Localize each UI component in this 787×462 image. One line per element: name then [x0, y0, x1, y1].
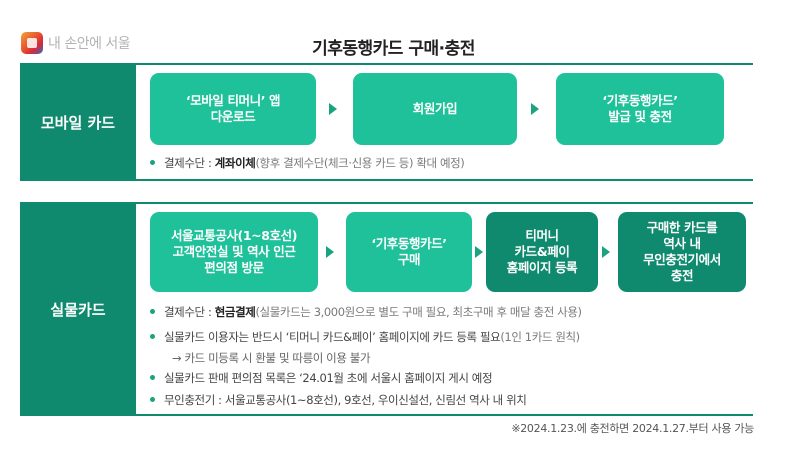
- bullet-icon: [150, 334, 155, 339]
- mobile-card-label: 모바일 카드: [20, 65, 136, 179]
- physical-step-charge: 구매한 카드를 역사 내 무인충전기에서 충전: [618, 212, 746, 292]
- bullet-icon: [150, 309, 155, 314]
- physical-register-note: 실물카드 이용자는 반드시 ‘티머니 카드&페이’ 홈페이지에 카드 등록 필요…: [150, 329, 580, 345]
- arrow-right-icon: [326, 246, 334, 258]
- refund-subnote: → 카드 미등록 시 환불 및 따릉이 이용 불가: [172, 351, 371, 365]
- bullet-icon: [150, 375, 155, 380]
- mobile-step-download: ‘모바일 티머니’ 앱 다운로드: [150, 73, 316, 145]
- physical-step-visit: 서울교통공사(1~8호선) 고객안전실 및 역사 인근 편의점 방문: [150, 212, 318, 292]
- mobile-step-issue: ‘기후동행카드’ 발급 및 충전: [556, 73, 724, 145]
- page-title: 기후동행카드 구매·충전: [312, 39, 475, 59]
- physical-card-label: 실물카드: [20, 204, 136, 414]
- physical-step-register: 티머니 카드&페이 홈페이지 등록: [486, 212, 598, 292]
- bullet-icon: [150, 160, 155, 165]
- arrow-right-icon: [329, 103, 337, 115]
- physical-step-buy: ‘기후동행카드’ 구매: [346, 212, 472, 292]
- store-list-note: 실물카드 판매 편의점 목록은 ‘24.01월 초에 서울시 홈페이지 게시 예…: [150, 370, 493, 386]
- bullet-icon: [150, 397, 155, 402]
- logo-text: 내 손안에 서울: [48, 36, 131, 52]
- mobile-card-section: 모바일 카드: [20, 63, 753, 181]
- seoul-logo-icon: [21, 32, 43, 54]
- mobile-payment-note: 결제수단 : 계좌이체(향후 결제수단(체크·신용 카드 등) 확대 예정): [150, 155, 465, 171]
- arrow-right-icon: [531, 103, 539, 115]
- mobile-step-signup: 회원가입: [353, 73, 517, 145]
- physical-payment-note: 결제수단 : 현금결제(실물카드는 3,000원으로 별도 구매 필요, 최초구…: [150, 304, 582, 320]
- arrow-right-icon: [602, 246, 610, 258]
- seoul-logo: 내 손안에 서울: [21, 32, 131, 54]
- physical-card-section: 실물카드: [20, 202, 753, 416]
- arrow-right-icon: [475, 246, 483, 258]
- footnote: ※2024.1.23.에 충전하면 2024.1.27.부터 사용 가능: [511, 422, 754, 435]
- charger-location-note: 무인충전기 : 서울교통공사(1~8호선), 9호선, 우이신설선, 신림선 역…: [150, 392, 527, 408]
